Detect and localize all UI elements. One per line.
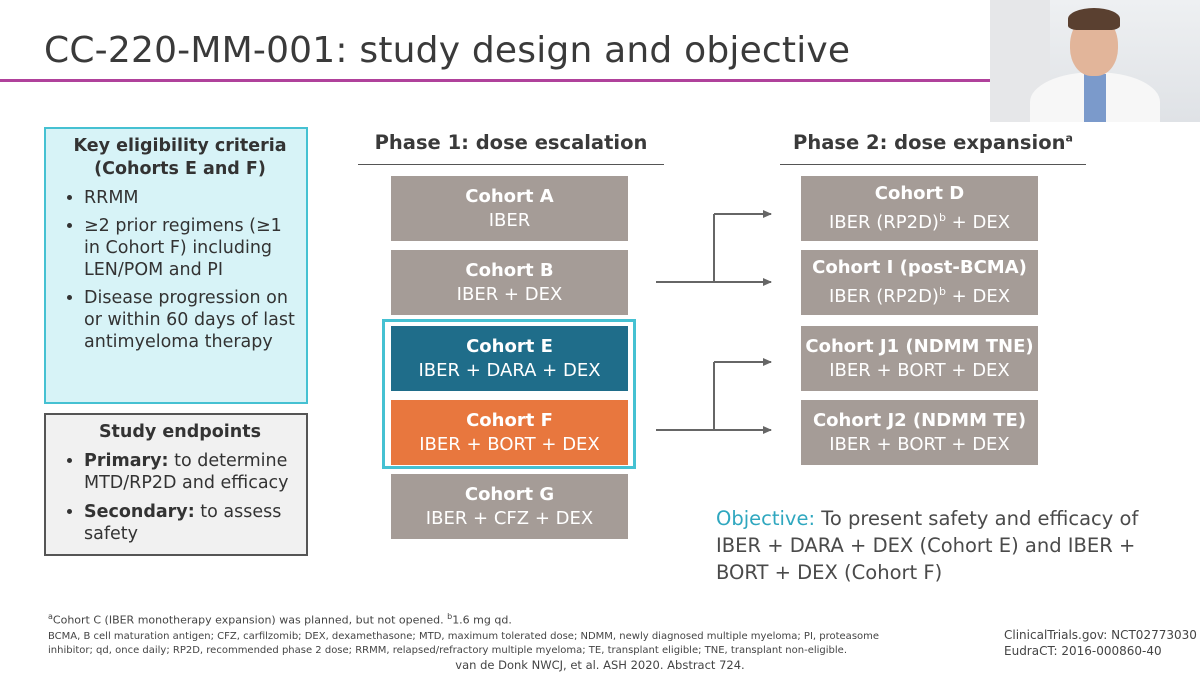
footnote-mark: b	[938, 285, 946, 298]
objective-text: To present safety and efficacy of IBER +…	[716, 507, 1139, 584]
abbreviations: BCMA, B cell maturation antigen; CFZ, ca…	[48, 630, 948, 658]
cohort-j1-box: Cohort J1 (NDMM TNE) IBER + BORT + DEX	[801, 326, 1038, 391]
cohort-name: Cohort E	[466, 335, 553, 357]
endpoints-list: Primary: to determine MTD/RP2D and effic…	[64, 450, 296, 545]
cohort-f-box: Cohort F IBER + BORT + DEX	[391, 400, 628, 465]
abbreviations-line: inhibitor; qd, once daily; RP2D, recomme…	[48, 645, 847, 656]
title-underline	[0, 79, 990, 82]
cohort-i-box: Cohort I (post-BCMA) IBER (RP2D)b + DEX	[801, 250, 1038, 315]
cohort-regimen: IBER (RP2D)b + DEX	[801, 206, 1038, 235]
phase2-heading-footnote-mark: a	[1065, 131, 1073, 145]
footnote-mark: a	[48, 612, 53, 621]
presenter-video	[990, 0, 1200, 122]
phase2-rule	[780, 164, 1086, 165]
cohort-j2-box: Cohort J2 (NDMM TE) IBER + BORT + DEX	[801, 400, 1038, 465]
footnote-mark: b	[938, 211, 946, 224]
cohort-name: Cohort A	[465, 185, 554, 207]
phase2-heading: Phase 2: dose expansiona	[780, 131, 1086, 154]
abbreviations-line: BCMA, B cell maturation antigen; CFZ, ca…	[48, 631, 880, 642]
clinicaltrials-id: ClinicalTrials.gov: NCT02773030	[1004, 628, 1197, 642]
footnote-ab: aCohort C (IBER monotherapy expansion) w…	[48, 610, 512, 628]
cohort-regimen: IBER + DEX	[456, 283, 563, 305]
trial-identifiers: ClinicalTrials.gov: NCT02773030 EudraCT:…	[1004, 627, 1197, 659]
footnote-text: Cohort C (IBER monotherapy expansion) wa…	[52, 613, 448, 627]
endpoint-item: Primary: to determine MTD/RP2D and effic…	[84, 450, 296, 494]
citation: van de Donk NWCJ, et al. ASH 2020. Abstr…	[455, 658, 745, 672]
cohort-regimen: IBER + CFZ + DEX	[425, 507, 594, 529]
cohort-name: Cohort J1 (NDMM TNE)	[805, 335, 1034, 357]
eudract-id: EudraCT: 2016-000860-40	[1004, 644, 1162, 658]
cohort-name: Cohort G	[464, 483, 555, 505]
phase2-heading-text: Phase 2: dose expansion	[793, 131, 1066, 154]
cohort-name: Cohort B	[465, 259, 554, 281]
cohort-regimen: IBER + DARA + DEX	[418, 359, 601, 381]
endpoint-item: Secondary: to assess safety	[84, 501, 296, 545]
regimen-text: IBER (RP2D)	[828, 286, 939, 307]
objective-label: Objective:	[716, 507, 816, 530]
cohort-regimen: IBER	[488, 209, 531, 231]
regimen-text: + DEX	[945, 286, 1011, 307]
eligibility-list: RRMM ≥2 prior regimens (≥1 in Cohort F) …	[64, 187, 296, 353]
cohort-name: Cohort D	[874, 183, 965, 204]
regimen-text: IBER (RP2D)	[828, 212, 939, 233]
endpoint-text: to determine MTD/RP2D and efficacy	[84, 451, 289, 493]
endpoint-label: Primary:	[84, 451, 169, 471]
footnote-mark: b	[447, 612, 453, 621]
cohort-e-box: Cohort E IBER + DARA + DEX	[391, 326, 628, 391]
study-endpoints-box: Study endpoints Primary: to determine MT…	[44, 413, 308, 556]
cohort-regimen: IBER + BORT + DEX	[829, 433, 1010, 455]
eligibility-criteria-box: Key eligibility criteria (Cohorts E and …	[44, 127, 308, 404]
endpoints-heading: Study endpoints	[98, 422, 262, 442]
presenter-shirt	[1084, 74, 1106, 122]
phase1-heading: Phase 1: dose escalation	[374, 131, 648, 154]
cohort-name: Cohort J2 (NDMM TE)	[812, 409, 1027, 431]
cohort-g-box: Cohort G IBER + CFZ + DEX	[391, 474, 628, 539]
cohort-regimen: IBER (RP2D)b + DEX	[801, 280, 1038, 309]
eligibility-item: ≥2 prior regimens (≥1 in Cohort F) inclu…	[84, 215, 296, 281]
phase1-rule	[358, 164, 664, 165]
slide-title: CC-220-MM-001: study design and objectiv…	[44, 30, 851, 71]
presenter-hair	[1068, 8, 1120, 30]
cohort-name: Cohort F	[466, 409, 553, 431]
cohort-d-box: Cohort D IBER (RP2D)b + DEX	[801, 176, 1038, 241]
cohort-a-box: Cohort A IBER	[391, 176, 628, 241]
eligibility-item: Disease progression on or within 60 days…	[84, 287, 296, 353]
cohort-regimen: IBER + BORT + DEX	[829, 359, 1010, 381]
cohort-b-box: Cohort B IBER + DEX	[391, 250, 628, 315]
eligibility-heading: Key eligibility criteria (Cohorts E and …	[73, 136, 287, 179]
cohort-regimen: IBER + BORT + DEX	[419, 433, 600, 455]
eligibility-item: RRMM	[84, 187, 296, 209]
footnote-text: 1.6 mg qd.	[452, 613, 512, 627]
cohort-e-f-highlight	[382, 319, 636, 469]
endpoint-label: Secondary:	[84, 502, 195, 522]
regimen-text: + DEX	[945, 212, 1011, 233]
cohort-name: Cohort I (post-BCMA)	[812, 257, 1027, 278]
objective-statement: Objective: To present safety and efficac…	[716, 505, 1146, 586]
endpoint-text: to assess safety	[84, 502, 282, 544]
